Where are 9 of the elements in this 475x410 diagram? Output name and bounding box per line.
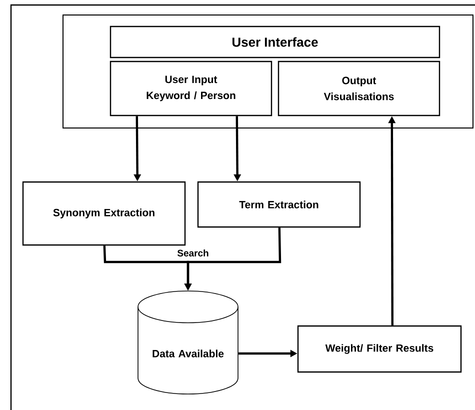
process-box: Output Visualisations — [278, 60, 440, 116]
database-cylinder: Data Available — [138, 290, 238, 394]
container-box — [62, 14, 474, 128]
process-box: Term Extraction — [197, 181, 361, 228]
edge-label: Search — [176, 248, 210, 258]
title-box: User Interface — [110, 26, 440, 58]
process-box: Synonym Extraction — [22, 181, 186, 246]
process-box: Weight/ Filter Results — [297, 325, 462, 373]
process-box: User Input Keyword / Person — [110, 60, 272, 116]
